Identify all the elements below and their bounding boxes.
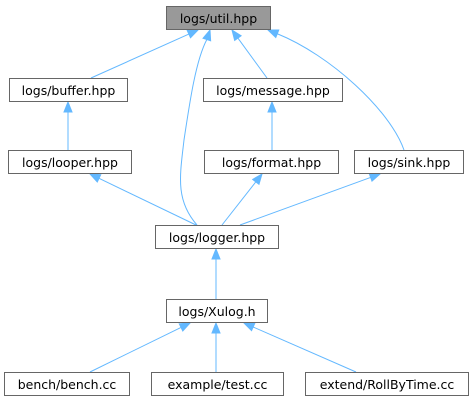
node-rollbytime-label: extend/RollByTime.cc [320, 377, 455, 392]
edge-logger-to-util [180, 28, 212, 226]
nodes-layer: logs/util.hpp logs/buffer.hpp logs/message… [4, 6, 469, 396]
edge-message-to-util [231, 28, 268, 79]
edge-logger-to-util-arrowhead [202, 28, 212, 42]
node-xulog-box [166, 299, 268, 323]
edge-test-to-xulog [211, 321, 221, 372]
edge-logger-to-looper [88, 173, 197, 226]
node-looper-box [8, 150, 132, 174]
edge-message-to-util-arrowhead [231, 28, 243, 42]
node-looper-label: logs/looper.hpp [22, 155, 118, 170]
edge-buffer-to-util [90, 29, 200, 79]
node-message-label: logs/message.hpp [216, 83, 330, 98]
edge-bench-to-xulog [89, 322, 192, 373]
node-sink-label: logs/sink.hpp [368, 155, 451, 170]
node-buffer-box [9, 78, 128, 102]
node-test-box [151, 372, 284, 396]
edge-xulog-to-logger [211, 247, 221, 299]
node-logger-box [155, 225, 279, 249]
edge-xulog-to-logger-arrowhead [211, 247, 221, 260]
edge-logger-to-format-line [221, 181, 257, 226]
edge-rollbytime-to-xulog-line [252, 326, 357, 373]
edge-buffer-to-util-line [90, 33, 190, 79]
edge-logger-to-sink-arrowhead [368, 173, 382, 183]
edge-logger-to-looper-line [98, 177, 197, 226]
node-bench-label: bench/bench.cc [18, 377, 117, 392]
node-xulog[interactable]: logs/Xulog.h [166, 299, 268, 323]
node-looper[interactable]: logs/looper.hpp [8, 150, 132, 174]
edge-looper-to-buffer [63, 100, 73, 150]
edge-logger-to-format-arrowhead [251, 172, 263, 186]
node-sink[interactable]: logs/sink.hpp [354, 150, 464, 174]
edge-rollbytime-to-xulog [242, 322, 357, 373]
node-util[interactable]: logs/util.hpp [166, 6, 271, 30]
node-rollbytime[interactable]: extend/RollByTime.cc [305, 372, 469, 396]
node-rollbytime-box [305, 372, 469, 396]
edge-format-to-message-arrowhead [267, 100, 277, 113]
node-util-box [166, 6, 271, 30]
node-sink-box [354, 150, 464, 174]
edge-sink-to-util [266, 29, 405, 151]
node-buffer[interactable]: logs/buffer.hpp [9, 78, 128, 102]
node-util-label: logs/util.hpp [180, 11, 257, 26]
edge-bench-to-xulog-arrowhead [178, 322, 192, 332]
node-bench[interactable]: bench/bench.cc [4, 372, 130, 396]
edge-logger-to-sink [239, 173, 382, 226]
edge-format-to-message [267, 100, 277, 150]
edge-buffer-to-util-arrowhead [186, 29, 200, 39]
edge-logger-to-util-line [180, 39, 208, 226]
edge-test-to-xulog-arrowhead [211, 321, 221, 334]
node-logger[interactable]: logs/logger.hpp [155, 225, 279, 249]
edges-layer [63, 28, 405, 373]
edge-sink-to-util-line [277, 33, 405, 151]
node-xulog-label: logs/Xulog.h [178, 304, 255, 319]
node-format-label: logs/format.hpp [222, 155, 321, 170]
edge-bench-to-xulog-line [89, 326, 182, 373]
node-buffer-label: logs/buffer.hpp [22, 83, 116, 98]
node-format-box [204, 150, 339, 174]
node-test[interactable]: example/test.cc [151, 372, 284, 396]
edge-looper-to-buffer-arrowhead [63, 100, 73, 113]
edge-logger-to-looper-arrowhead [88, 173, 102, 183]
node-bench-box [4, 372, 130, 396]
node-logger-label: logs/logger.hpp [169, 230, 265, 245]
edge-rollbytime-to-xulog-arrowhead [242, 322, 256, 332]
node-test-label: example/test.cc [168, 377, 268, 392]
edge-message-to-util-line [237, 37, 268, 79]
node-message[interactable]: logs/message.hpp [203, 78, 343, 102]
node-message-box [203, 78, 343, 102]
edge-logger-to-format [221, 172, 263, 226]
node-format[interactable]: logs/format.hpp [204, 150, 339, 174]
edge-logger-to-sink-line [239, 176, 371, 226]
edge-sink-to-util-arrowhead [266, 29, 280, 39]
